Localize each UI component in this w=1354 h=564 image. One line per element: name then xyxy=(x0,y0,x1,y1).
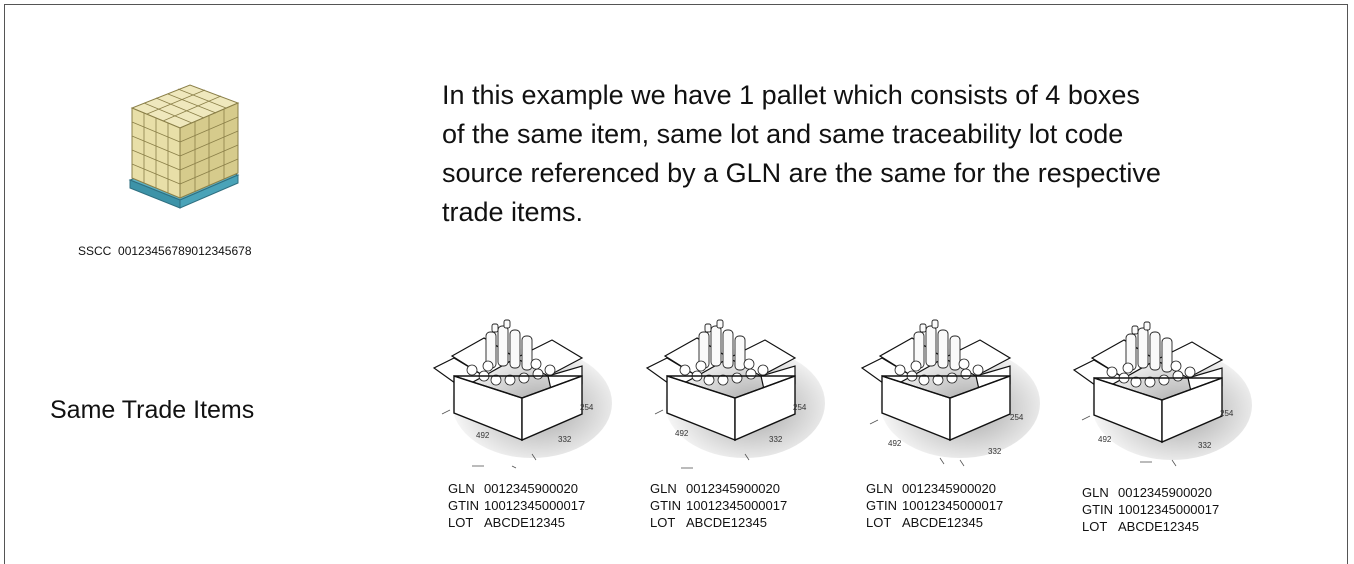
dim-width: 332 xyxy=(769,435,783,444)
sscc-label: SSCC 00123456789012345678 xyxy=(78,244,252,258)
lot-value: ABCDE12345 xyxy=(1118,519,1199,534)
gln-value: 0012345900020 xyxy=(1118,485,1212,500)
dim-height: 254 xyxy=(580,403,594,412)
carton-illustration-1: 492 332 254 xyxy=(432,318,612,469)
carton-label-1: GLN 0012345900020 GTIN 10012345000017 LOT A… xyxy=(448,480,585,531)
slide-frame xyxy=(4,4,1348,564)
sscc-prefix: SSCC xyxy=(78,244,112,258)
dim-height: 254 xyxy=(1010,413,1024,422)
dim-width: 332 xyxy=(1198,441,1212,450)
open-box-icon: 492 332 254 xyxy=(432,319,612,469)
lot-key: LOT xyxy=(1082,519,1108,534)
gtin-value: 10012345000017 xyxy=(484,498,586,513)
lot-value: ABCDE12345 xyxy=(686,515,767,530)
dim-width: 332 xyxy=(558,435,572,444)
pallet-icon xyxy=(128,84,240,209)
dim-height: 254 xyxy=(793,403,807,412)
carton-label-4: GLN 0012345900020 GTIN 10012345000017 LOT A… xyxy=(1082,484,1219,535)
lot-key: LOT xyxy=(650,515,676,530)
gln-value: 0012345900020 xyxy=(902,481,996,496)
lot-key: LOT xyxy=(866,515,892,530)
lot-value: ABCDE12345 xyxy=(484,515,565,530)
carton-illustration-2: 492 332 254 xyxy=(645,318,825,469)
gln-key: GLN xyxy=(1082,485,1109,500)
open-box-icon: 492 332 254 xyxy=(860,319,1040,467)
description-text: In this example we have 1 pallet which c… xyxy=(442,80,1161,227)
gtin-value: 10012345000017 xyxy=(686,498,788,513)
gtin-key: GTIN xyxy=(1082,502,1114,517)
carton-label-2: GLN 0012345900020 GTIN 10012345000017 LOT A… xyxy=(650,480,787,531)
dim-length: 492 xyxy=(1098,435,1112,444)
dim-length: 492 xyxy=(888,439,902,448)
dim-height: 254 xyxy=(1220,409,1234,418)
carton-label-3: GLN 0012345900020 GTIN 10012345000017 LOT A… xyxy=(866,480,1003,531)
gln-value: 0012345900020 xyxy=(484,481,578,496)
lot-key: LOT xyxy=(448,515,474,530)
carton-illustration-4: 492 332 254 xyxy=(1072,320,1252,470)
gtin-key: GTIN xyxy=(866,498,898,513)
gtin-value: 10012345000017 xyxy=(1118,502,1220,517)
carton-illustration-3: 492 332 254 xyxy=(860,318,1040,468)
sscc-value: 00123456789012345678 xyxy=(118,244,252,258)
section-label: Same Trade Items xyxy=(50,396,255,424)
gln-value: 0012345900020 xyxy=(686,481,780,496)
open-box-icon: 492 332 254 xyxy=(1072,321,1252,467)
dim-length: 492 xyxy=(675,429,689,438)
gtin-key: GTIN xyxy=(448,498,480,513)
lot-value: ABCDE12345 xyxy=(902,515,983,530)
pallet-illustration xyxy=(120,70,250,220)
dim-length: 492 xyxy=(476,431,490,440)
gtin-key: GTIN xyxy=(650,498,682,513)
gtin-value: 10012345000017 xyxy=(902,498,1004,513)
gln-key: GLN xyxy=(866,481,893,496)
open-box-icon: 492 332 254 xyxy=(645,319,825,469)
dim-width: 332 xyxy=(988,447,1002,456)
gln-key: GLN xyxy=(448,481,475,496)
gln-key: GLN xyxy=(650,481,677,496)
